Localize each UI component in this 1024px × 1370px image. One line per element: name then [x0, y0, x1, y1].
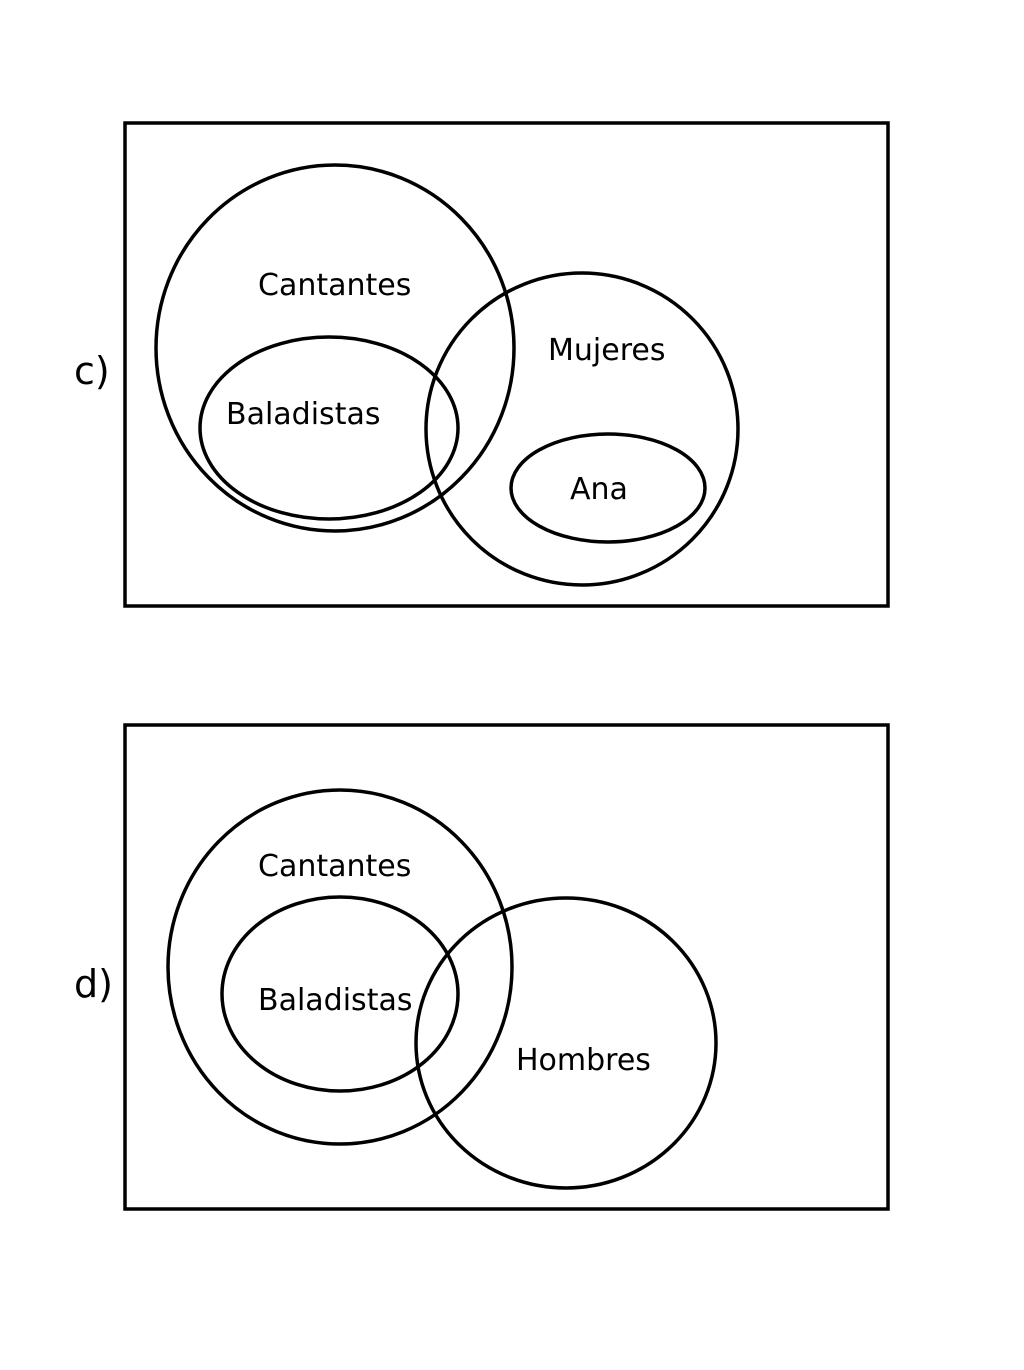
diagram-c-mujeres-circle — [424, 271, 740, 587]
diagram-c-baladistas-ellipse — [198, 335, 460, 521]
diagram-c: c) Cantantes Mujeres Baladistas Ana — [74, 121, 890, 608]
diagram-d-baladistas-ellipse — [220, 895, 460, 1093]
diagram-c-mujeres-label: Mujeres — [548, 333, 665, 368]
diagram-c-ana-ellipse — [509, 432, 707, 544]
diagram-c-ana-label: Ana — [570, 472, 628, 507]
diagram-c-baladistas-label: Baladistas — [226, 397, 380, 432]
diagram-c-universe-rectangle — [123, 121, 890, 608]
diagram-d-cantantes-label: Cantantes — [258, 849, 411, 884]
diagram-d-baladistas-label: Baladistas — [258, 983, 412, 1018]
diagram-d-universe-rectangle — [123, 723, 890, 1211]
diagram-d-label: d) — [74, 962, 113, 1006]
diagram-c-cantantes-label: Cantantes — [258, 268, 411, 303]
diagram-d-cantantes-circle — [166, 788, 514, 1146]
diagram-c-cantantes-circle — [154, 163, 516, 533]
diagram-d-hombres-circle — [414, 896, 718, 1190]
diagram-c-label: c) — [74, 349, 110, 393]
diagram-d: d) Cantantes Baladistas Hombres — [74, 723, 890, 1211]
diagram-d-hombres-label: Hombres — [516, 1043, 651, 1078]
